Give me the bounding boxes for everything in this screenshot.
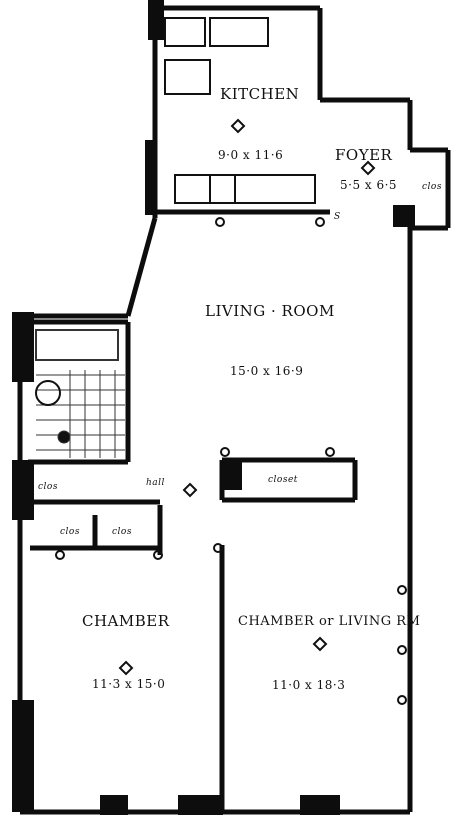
- marker-s: S: [334, 212, 341, 222]
- foyer-name: FOYER: [335, 146, 393, 164]
- living-room-dims: 15·0 x 16·9: [230, 364, 304, 378]
- chamber-or-living-dims: 11·0 x 18·3: [272, 678, 346, 692]
- closet-2-label: clos: [112, 527, 132, 537]
- hall-label: hall: [146, 478, 165, 488]
- living-room-name: LIVING · ROOM: [205, 302, 335, 320]
- hall-closet-label: clos: [38, 482, 58, 492]
- outlet-symbols: [55, 217, 407, 705]
- bathroom-tiles: [35, 329, 125, 458]
- chamber-name: CHAMBER: [82, 612, 170, 630]
- living-closet-label: closet: [268, 475, 298, 485]
- closet-1-label: clos: [60, 527, 80, 537]
- walls: [17, 5, 451, 815]
- kitchen-name: KITCHEN: [220, 85, 300, 103]
- foyer-dims: 5·5 x 6·5: [340, 178, 398, 192]
- chamber-or-living-name: CHAMBER or LIVING RM: [238, 614, 421, 629]
- ceiling-lights: [118, 118, 376, 676]
- wall-fills: [12, 0, 415, 815]
- kitchen-fixtures: [164, 17, 316, 204]
- chamber-dims: 11·3 x 15·0: [92, 677, 166, 691]
- foyer-closet-label: clos: [422, 182, 442, 192]
- kitchen-dims: 9·0 x 11·6: [218, 148, 284, 162]
